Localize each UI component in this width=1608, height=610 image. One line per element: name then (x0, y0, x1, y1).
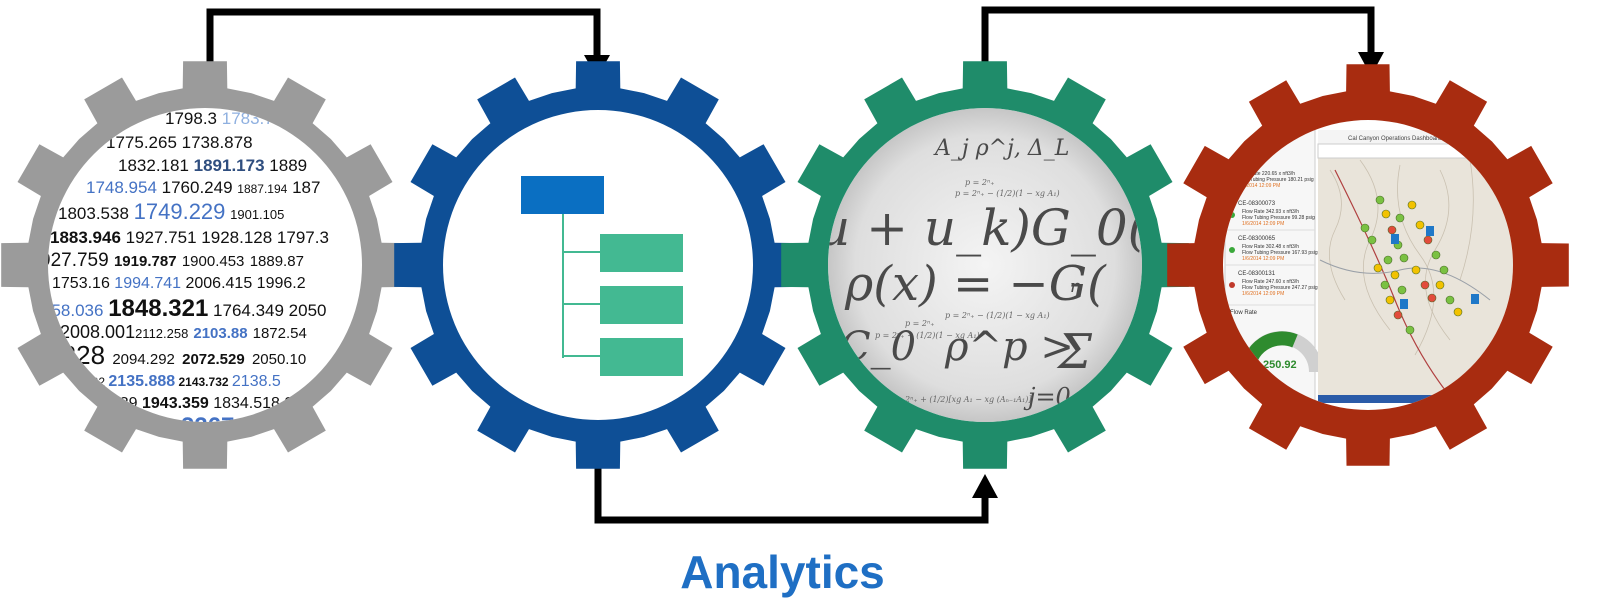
svg-text:Cal Canyon Operations Dashboar: Cal Canyon Operations Dashboard Map (1348, 136, 1455, 142)
structure-background (443, 110, 753, 420)
hierarchy-tree-icon (443, 110, 753, 420)
arrowhead-dashboard (1358, 52, 1384, 76)
svg-text:1/6/2014 12:09 PM: 1/6/2014 12:09 PM (1242, 256, 1284, 262)
svg-text:Flow Tubing Pressure 180.21 ps: Flow Tubing Pressure 180.21 psig (1238, 177, 1314, 183)
map-pin-icon (1426, 226, 1434, 236)
svg-text:1/6/2014 12:09 PM: 1/6/2014 12:09 PM (1242, 221, 1284, 227)
svg-text:p = 2ⁿ₊: p = 2ⁿ₊ (965, 178, 994, 187)
well-marker (1375, 195, 1385, 205)
svg-text:1775.265 1738.878: 1775.265 1738.878 (106, 133, 253, 152)
svg-text:2ⁿ₊ + (1/2)[xg A₁ − xg (Aₙ₋₁A₁: 2ⁿ₊ + (1/2)[xg A₁ − xg (Aₙ₋₁A₁)] (904, 395, 1032, 404)
arrow-structure-to-model (594, 450, 989, 524)
svg-text:p = 2ⁿ₊ − (1/2)(1 − xg A₁): p = 2ⁿ₊ − (1/2)(1 − xg A₁) (945, 311, 1050, 320)
diagram-caption: Analytics (680, 546, 885, 598)
well-marker (1385, 295, 1395, 305)
svg-text:p = 2ⁿ₊: p = 2ⁿ₊ (905, 319, 934, 328)
svg-text:p = 2ⁿ₊ − (1/2)(1 − xg A₁): p = 2ⁿ₊ − (1/2)(1 − xg A₁) (875, 331, 980, 340)
gauge-value: 250.92 (1263, 359, 1297, 371)
well-marker (1427, 293, 1437, 303)
svg-text:Flow Tubing Pressure 247.27 ps: Flow Tubing Pressure 247.27 psig (1242, 285, 1318, 291)
tree-root-node (521, 176, 604, 214)
svg-text:Flow Rate 247.60 x nft3/h: Flow Rate 247.60 x nft3/h (1242, 279, 1299, 285)
well-marker (1453, 307, 1463, 317)
well-marker (1381, 209, 1391, 219)
svg-text:CE-08300073: CE-08300073 (1238, 201, 1276, 207)
well-marker (1390, 270, 1400, 280)
svg-text:1803.538 1749.229 1901.105: 1803.538 1749.229 1901.105 (58, 199, 284, 224)
svg-text:Flow Tubing Pressure 99.28 psi: Flow Tubing Pressure 99.28 psig (1242, 215, 1315, 221)
svg-text:1790.602 2135.888 2143.732 213: 1790.602 2135.888 2143.732 2138.5 (55, 373, 281, 390)
well-marker (1367, 235, 1377, 245)
well-marker (1407, 200, 1417, 210)
equations-collage: A_j ρ^j, Δ_L p = 2ⁿ₊ p = 2ⁿ₊ − (1/2)(1 −… (818, 108, 1149, 422)
svg-text:927.759 1919.787 1900.453 1889: 927.759 1919.787 1900.453 1889.87 (40, 250, 304, 271)
svg-text:1748.954 1760.249 1887.194 187: 1748.954 1760.249 1887.194 187 (86, 178, 320, 197)
svg-text:058.036 1848.321 1764.349 2050: 058.036 1848.321 1764.349 2050 (42, 295, 327, 322)
svg-text:Flow Rate 220.65 x nft3/h: Flow Rate 220.65 x nft3/h (1238, 171, 1295, 177)
well-marker (1399, 253, 1409, 263)
svg-text:p = 2ⁿ₊ − (1/2)(1 − xg A₁): p = 2ⁿ₊ − (1/2)(1 − xg A₁) (955, 189, 1060, 198)
well-marker (1423, 235, 1433, 245)
arrow-model-to-dashboard (981, 6, 1375, 65)
connector-arrows (206, 6, 1375, 524)
svg-text:Σ: Σ (1056, 324, 1093, 380)
tree-leaf-node-3 (600, 338, 683, 376)
map-pin-icon (1471, 294, 1479, 304)
well-marker (1445, 295, 1455, 305)
svg-text:2008.0012112.258 2103.88 1872.: 2008.0012112.258 2103.88 1872.54 (60, 322, 307, 342)
svg-text:1883.946 1927.751 1928.128 179: 1883.946 1927.751 1928.128 1797.3 (50, 228, 329, 247)
svg-text:Flow Tubing Pressure 167.93 ps: Flow Tubing Pressure 167.93 psig (1242, 250, 1318, 256)
well-marker (1415, 220, 1425, 230)
svg-text:1832.181 1891.173 1889: 1832.181 1891.173 1889 (118, 156, 307, 175)
well-marker (1435, 280, 1445, 290)
well-marker (1405, 325, 1415, 335)
well-marker (1383, 255, 1393, 265)
well-marker (1439, 265, 1449, 275)
numbers-collage: 1798.3 1783.7 1775.265 1738.878 1832.181… (40, 108, 362, 422)
svg-text:1/6/2014 12:09 PM: 1/6/2014 12:09 PM (1242, 291, 1284, 297)
map-area (1318, 130, 1513, 400)
svg-text:CE-08300131: CE-08300131 (1238, 271, 1276, 277)
map-pin-icon (1400, 299, 1408, 309)
arrow-data-to-structure (206, 8, 601, 65)
svg-text:CE-08300065: CE-08300065 (1238, 236, 1276, 242)
svg-text:1/6/2014 12:09 PM: 1/6/2014 12:09 PM (1238, 183, 1280, 189)
svg-text:Flow Rate 342.93 x nft3/h: Flow Rate 342.93 x nft3/h (1242, 209, 1299, 215)
paper-background (828, 108, 1142, 422)
well-marker (1420, 280, 1430, 290)
svg-text:u + u_k)G_0(: u + u_k)G_0( (818, 199, 1149, 257)
svg-text:1753.16 1994.741 2006.415 1996: 1753.16 1994.741 2006.415 1996.2 (52, 275, 306, 292)
well-marker (1393, 310, 1403, 320)
well-marker (1395, 213, 1405, 223)
well-marker (1431, 250, 1441, 260)
svg-text:A_j ρ^j, Δ_L: A_j ρ^j, Δ_L (933, 136, 1069, 161)
svg-text:n: n (1070, 276, 1082, 297)
tree-leaf-node-1 (600, 234, 683, 272)
map-pin-icon (1391, 234, 1399, 244)
well-marker (1397, 285, 1407, 295)
well-marker (1380, 280, 1390, 290)
svg-text:Flow Rate 302.48 x nft3/h: Flow Rate 302.48 x nft3/h (1242, 244, 1299, 250)
tree-leaf-node-2 (600, 286, 683, 324)
well-marker (1360, 223, 1370, 233)
well-marker (1373, 263, 1383, 273)
svg-text:ρ^p >: ρ^p > (944, 324, 1074, 370)
svg-text:ρ(x) = −G(: ρ(x) = −G( (844, 256, 1107, 312)
well-markers (1360, 195, 1479, 335)
numbers-background (48, 108, 362, 422)
arrowhead-model (972, 474, 998, 498)
well-marker (1411, 265, 1421, 275)
svg-text:Flow Rate: Flow Rate (1230, 310, 1258, 316)
well-marker (1387, 225, 1397, 235)
